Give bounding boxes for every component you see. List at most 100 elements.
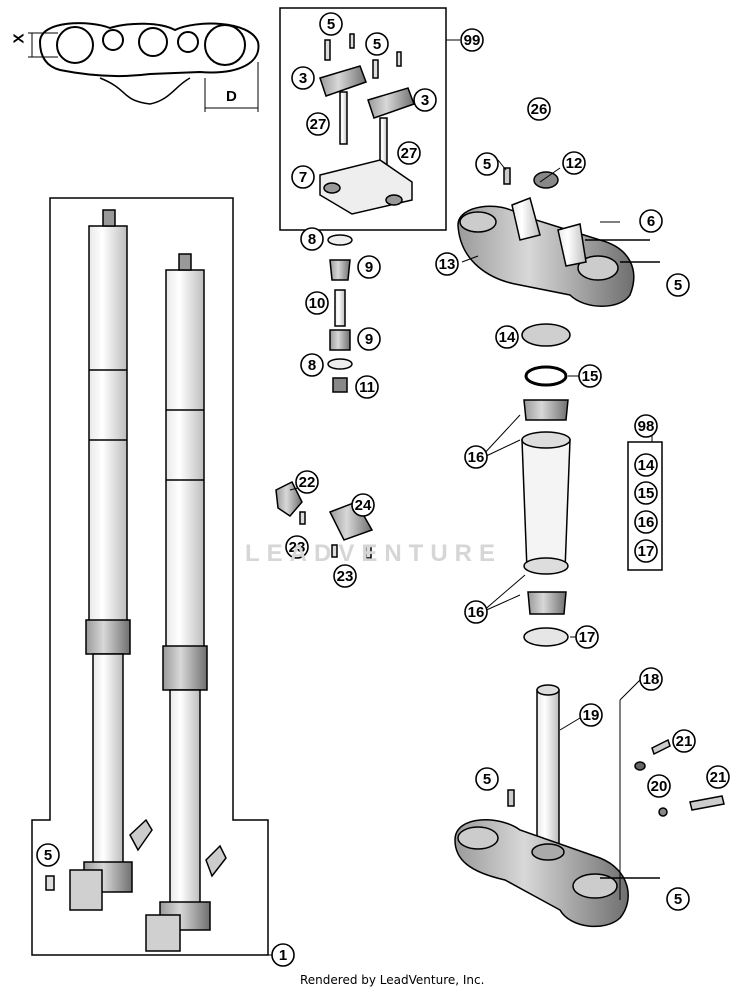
callout-3b-number: 3 [421, 92, 429, 109]
callout-24-number: 24 [355, 497, 372, 514]
callout-22: 22 [295, 470, 319, 494]
callout-5d-number: 5 [674, 277, 682, 294]
callout-99: 99 [460, 28, 484, 52]
callout-24: 24 [351, 493, 375, 517]
callout-labels: 1 3 3 5 5 5 5 5 5 5 6 7 8 8 9 9 10 11 12… [36, 12, 730, 967]
callout-5b-number: 5 [373, 36, 381, 53]
callout-27a: 27 [306, 112, 330, 136]
callout-14b: 14 [634, 453, 658, 477]
callout-5f: 5 [475, 767, 499, 791]
callout-1: 1 [271, 943, 295, 967]
front-fork-legs [45, 209, 227, 952]
callout-16a: 16 [464, 445, 488, 469]
callout-21b-number: 21 [710, 769, 727, 786]
callout-22-number: 22 [299, 474, 316, 491]
callout-15b: 15 [634, 481, 658, 505]
callout-98-number: 98 [638, 418, 655, 435]
leader-lines [268, 39, 653, 956]
callout-5e: 5 [36, 843, 60, 867]
upper-triple-clamp [457, 167, 660, 307]
callout-3a: 3 [291, 66, 315, 90]
callout-14b-number: 14 [638, 457, 655, 474]
callout-21b: 21 [706, 765, 730, 789]
callout-17b: 17 [634, 539, 658, 563]
callout-15b-number: 15 [638, 485, 655, 502]
callout-14a-number: 14 [499, 329, 516, 346]
callout-17b-number: 17 [638, 543, 655, 560]
callout-16a-number: 16 [468, 449, 485, 466]
callout-3a-number: 3 [299, 70, 307, 87]
callout-9a-number: 9 [365, 259, 373, 276]
callout-18-number: 18 [643, 671, 660, 688]
callout-16c-number: 16 [638, 514, 655, 531]
callout-15a-number: 15 [582, 368, 599, 385]
callout-8b: 8 [300, 353, 324, 377]
callout-9b: 9 [357, 327, 381, 351]
callout-12: 12 [562, 151, 586, 175]
fork-assembly-frame [31, 197, 269, 956]
callout-5e-number: 5 [44, 847, 52, 864]
rubber-damper-stack [327, 234, 353, 393]
callout-23b-number: 23 [337, 568, 354, 585]
callout-14a: 14 [495, 325, 519, 349]
callout-18: 18 [639, 667, 663, 691]
callout-5b: 5 [365, 32, 389, 56]
callout-23b: 23 [333, 564, 357, 588]
callout-11-number: 11 [359, 379, 375, 396]
callout-9a: 9 [357, 255, 381, 279]
watermark-text: LEADVENTURE [245, 540, 503, 567]
kit-99-frame [279, 7, 447, 231]
callout-5g: 5 [666, 887, 690, 911]
callout-16b-number: 16 [468, 604, 485, 621]
callout-10: 10 [305, 291, 329, 315]
callout-12-number: 12 [566, 155, 583, 172]
callout-17a: 17 [575, 625, 599, 649]
callout-5a-number: 5 [327, 16, 335, 33]
lower-triple-clamp [454, 684, 725, 928]
callout-98: 98 [634, 414, 658, 438]
steering-bearings [521, 323, 571, 647]
callout-15a: 15 [578, 364, 602, 388]
callout-7: 7 [291, 165, 315, 189]
callout-27a-number: 27 [310, 116, 327, 133]
callout-26: 26 [527, 97, 551, 121]
callout-99-number: 99 [464, 32, 481, 49]
kit-98-frame [627, 441, 663, 571]
callout-8b-number: 8 [308, 357, 316, 374]
callout-19-number: 19 [583, 707, 600, 724]
callout-11: 11 [355, 375, 379, 399]
dimension-d-label: D [226, 88, 237, 105]
callout-8a: 8 [300, 227, 324, 251]
callout-21a-number: 21 [676, 733, 693, 750]
callout-5a: 5 [319, 12, 343, 36]
handlebar-clamp-parts [319, 33, 415, 215]
callout-5d: 5 [666, 273, 690, 297]
callout-3b: 3 [413, 88, 437, 112]
callout-7-number: 7 [299, 169, 307, 186]
callout-20-number: 20 [651, 778, 668, 795]
callout-27b: 27 [397, 141, 421, 165]
callout-23a-number: 23 [289, 539, 306, 556]
callout-1-number: 1 [279, 947, 287, 964]
callout-23a: 23 [285, 535, 309, 559]
callout-5c: 5 [475, 152, 499, 176]
callout-21a: 21 [672, 729, 696, 753]
callout-5g-number: 5 [674, 891, 682, 908]
dimension-x-label: X [10, 33, 28, 44]
callout-6: 6 [639, 209, 663, 233]
brake-line-guides [275, 480, 374, 559]
credit-text: Rendered by LeadVenture, Inc. [300, 973, 485, 987]
callout-20: 20 [647, 774, 671, 798]
callout-27b-number: 27 [401, 145, 418, 162]
callout-10-number: 10 [309, 295, 326, 312]
callout-13-number: 13 [439, 256, 456, 273]
callout-16b: 16 [464, 600, 488, 624]
clamp-dimension-sketch [28, 22, 260, 112]
callout-26-number: 26 [531, 101, 548, 118]
callout-16c: 16 [634, 510, 658, 534]
callout-13: 13 [435, 252, 459, 276]
callout-5f-number: 5 [483, 771, 491, 788]
callout-9b-number: 9 [365, 331, 373, 348]
callout-6-number: 6 [647, 213, 655, 230]
